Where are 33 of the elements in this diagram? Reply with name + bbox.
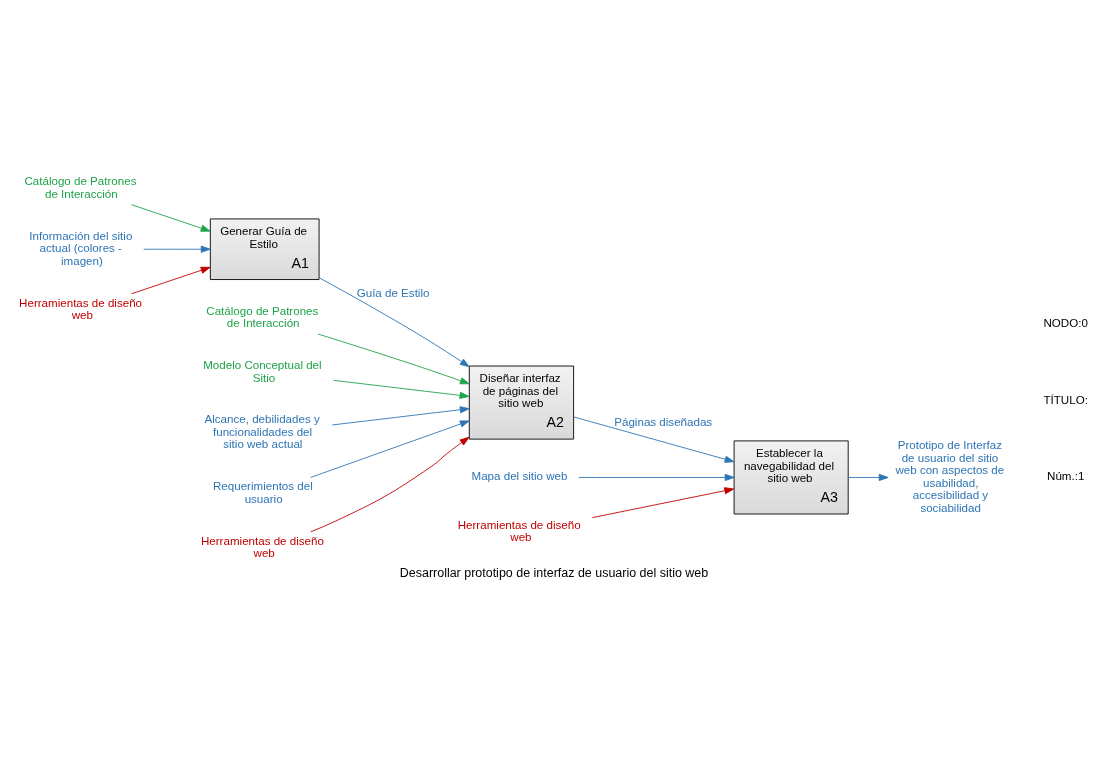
node-box: Generar Guía de Estilo A1 — [209, 218, 320, 280]
label: NODO:0 — [1043, 317, 1088, 330]
arrow — [591, 487, 735, 519]
arrow — [318, 277, 470, 368]
node-box: Diseñar interfaz de páginas del sitio web A2 — [468, 365, 575, 440]
arrow — [573, 416, 735, 463]
node-text: Requerimientos del usuario — [213, 480, 313, 505]
arrow — [333, 379, 470, 399]
node-text: Herramientas de diseño web — [200, 534, 324, 560]
arrow — [317, 333, 470, 385]
node-text: Mapa del sitio web — [471, 470, 568, 483]
diagram-title: Desarrollar prototipo de interfaz de usuario del sitio web — [399, 566, 709, 581]
node-text: Catálogo de Patrones de Interacción — [24, 175, 137, 200]
node-text: Herramientas de diseño web — [457, 518, 581, 544]
arrow — [131, 204, 211, 232]
node-text: Modelo Conceptual del Sitio — [203, 359, 322, 384]
label: TÍTULO: — [1043, 393, 1088, 406]
node-text: Prototipo de Interfaz de usuario del sitio web con aspectos de usabilidad, accesibilidad y sociabilidad — [895, 439, 1005, 514]
arrow — [847, 473, 889, 482]
node-text: Alcance, debilidades y funcionalidades del sitio web actual — [204, 413, 320, 451]
arrow — [310, 420, 470, 478]
arrow — [131, 266, 211, 295]
node-text: Información del sitio actual (colores - imagen) — [29, 229, 133, 267]
node-text: Herramientas de diseño web — [19, 296, 143, 322]
arrow — [578, 473, 735, 482]
arrow — [331, 406, 470, 426]
edge-label: Páginas diseñadas — [614, 416, 713, 429]
node-box: Establecer la navegabilidad del sitio web A3 — [733, 440, 849, 515]
node-text: Catálogo de Patrones de Interacción — [206, 304, 319, 330]
edge-label: Guía de Estilo — [356, 286, 430, 299]
arrow — [143, 245, 211, 253]
arrow — [310, 436, 470, 533]
label: Núm.:1 — [1047, 470, 1085, 483]
